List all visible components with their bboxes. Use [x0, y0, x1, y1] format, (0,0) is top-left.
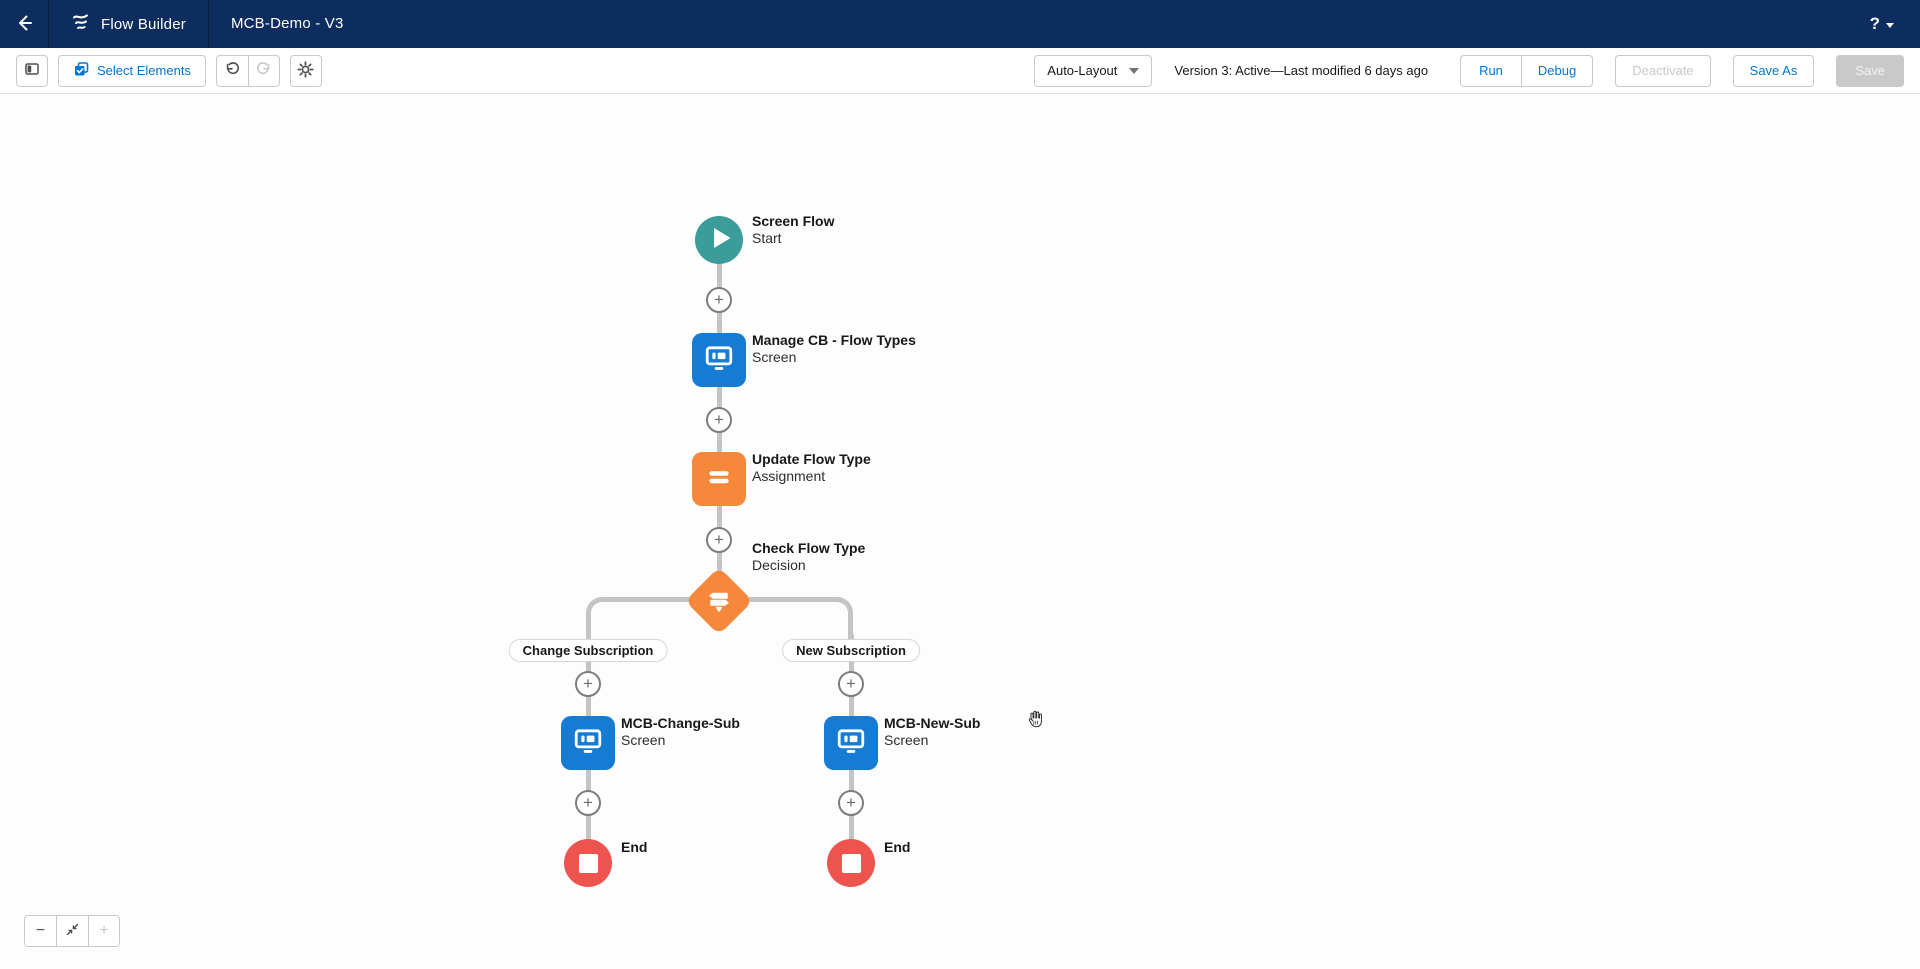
fit-view-icon: [65, 922, 80, 940]
app-logo-area: Flow Builder: [49, 0, 208, 48]
decision-icon: [706, 588, 732, 614]
node-end-right[interactable]: [827, 839, 875, 887]
node-label: Update Flow Type Assignment: [752, 451, 871, 484]
branch-label-new-subscription[interactable]: New Subscription: [782, 639, 920, 662]
node-assignment-update-flow-type[interactable]: [692, 452, 746, 506]
redo-icon: [256, 61, 272, 80]
add-element-button[interactable]: +: [575, 671, 601, 697]
flow-title: MCB-Demo - V3: [230, 15, 344, 32]
screen-icon: [704, 343, 734, 378]
node-decision-check-flow-type[interactable]: [685, 567, 753, 635]
node-screen-mcb-new-sub[interactable]: [824, 716, 878, 770]
undo-button[interactable]: [215, 54, 248, 87]
save-as-button[interactable]: Save As: [1732, 54, 1815, 87]
stop-icon: [578, 853, 598, 873]
select-elements-button[interactable]: Select Elements: [58, 54, 206, 87]
node-label: Check Flow Type Decision: [752, 540, 866, 573]
debug-button[interactable]: Debug: [1520, 54, 1594, 87]
add-element-button[interactable]: +: [838, 671, 864, 697]
node-end-left[interactable]: [564, 839, 612, 887]
help-menu-button[interactable]: ?: [1844, 14, 1920, 34]
flow-builder-logo-icon: [71, 12, 91, 37]
zoom-controls: − +: [24, 915, 120, 947]
node-label: End: [884, 839, 911, 855]
stop-icon: [841, 853, 861, 873]
node-label: MCB-Change-Sub Screen: [621, 715, 740, 748]
layout-mode-select[interactable]: Auto-Layout: [1034, 54, 1153, 87]
node-start[interactable]: [695, 216, 743, 264]
app-header: Flow Builder MCB-Demo - V3 ?: [0, 0, 1920, 48]
version-status-text: Version 3: Active—Last modified 6 days a…: [1174, 63, 1429, 78]
add-element-button[interactable]: +: [838, 790, 864, 816]
connector-branch-left: [586, 597, 719, 639]
screen-icon: [573, 726, 603, 761]
layout-mode-value: Auto-Layout: [1047, 63, 1118, 78]
minus-icon: −: [35, 922, 46, 939]
add-element-button[interactable]: +: [575, 790, 601, 816]
run-button[interactable]: Run: [1460, 54, 1521, 87]
flow-toolbar: Select Elements: [0, 48, 1920, 94]
connector-branch-right: [719, 597, 853, 639]
screen-icon: [836, 726, 866, 761]
fit-view-button[interactable]: [56, 915, 88, 947]
chevron-down-icon: [1129, 67, 1140, 74]
add-element-button[interactable]: +: [706, 287, 732, 313]
redo-button[interactable]: [247, 54, 280, 87]
node-label: Manage CB - Flow Types Screen: [752, 332, 916, 365]
hand-cursor-icon: [1025, 709, 1045, 736]
panel-toggle-icon: [24, 61, 40, 80]
add-element-button[interactable]: +: [706, 407, 732, 433]
gear-icon: [297, 60, 315, 81]
branch-label-change-subscription[interactable]: Change Subscription: [508, 639, 668, 662]
flow-settings-button[interactable]: [289, 54, 322, 87]
node-label: Screen Flow Start: [752, 213, 835, 246]
node-label: End: [621, 839, 648, 855]
select-elements-icon: [73, 61, 89, 80]
navbar-divider: [207, 0, 209, 48]
toggle-panel-button[interactable]: [16, 54, 48, 87]
flow-canvas[interactable]: + + + + + + + Screen Flow Start Manage C…: [0, 94, 1920, 969]
back-button[interactable]: [0, 0, 48, 48]
navbar-divider: [48, 0, 49, 48]
zoom-in-button[interactable]: +: [88, 915, 120, 947]
plus-icon: +: [99, 922, 109, 939]
node-label: MCB-New-Sub Screen: [884, 715, 981, 748]
select-elements-label: Select Elements: [97, 63, 191, 78]
help-icon: ?: [1869, 14, 1880, 33]
node-screen-manage-cb[interactable]: [692, 333, 746, 387]
play-icon: [695, 214, 743, 267]
node-screen-mcb-change-sub[interactable]: [561, 716, 615, 770]
back-arrow-icon: [14, 13, 34, 36]
undo-icon: [224, 61, 240, 80]
deactivate-button[interactable]: Deactivate: [1615, 54, 1711, 87]
add-element-button[interactable]: +: [706, 527, 732, 553]
save-button[interactable]: Save: [1836, 54, 1904, 87]
chevron-down-icon: [1886, 22, 1894, 28]
app-name: Flow Builder: [101, 15, 186, 33]
assignment-icon: [704, 462, 734, 497]
zoom-out-button[interactable]: −: [24, 915, 56, 947]
